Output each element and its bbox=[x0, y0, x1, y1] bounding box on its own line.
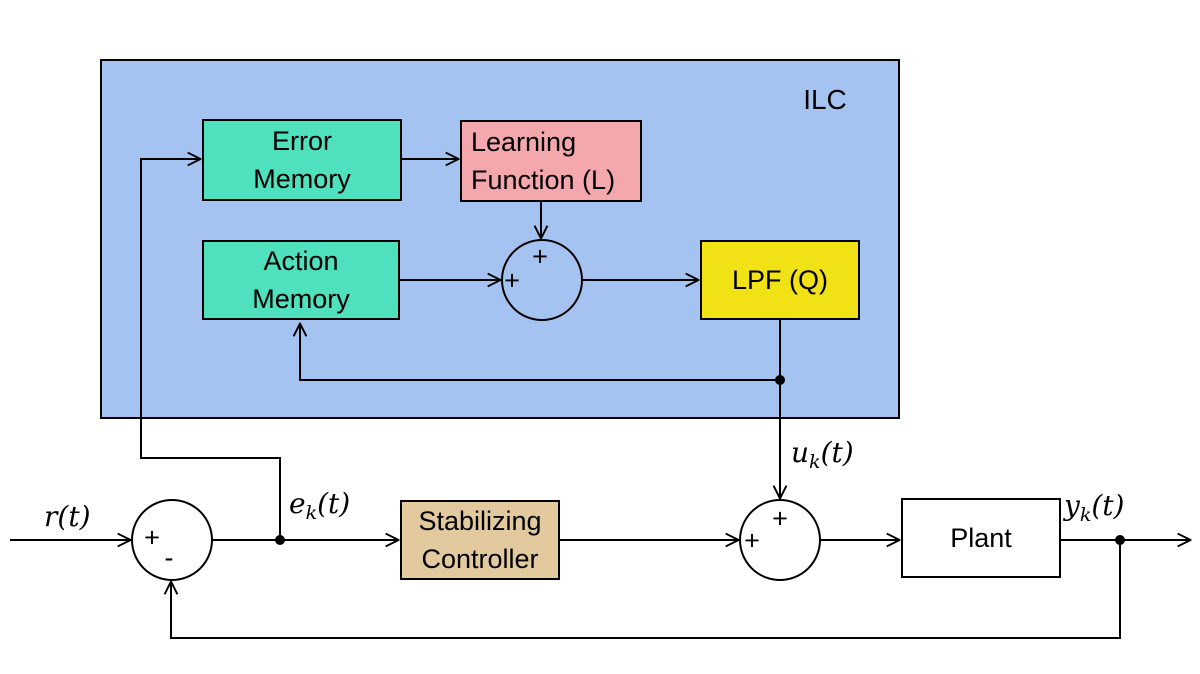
plant-label: Plant bbox=[950, 523, 1012, 553]
action-memory-block: Action Memory bbox=[202, 240, 400, 320]
error-memory-label-line1: Error bbox=[272, 126, 332, 156]
lpf-block: LPF (Q) bbox=[700, 240, 860, 320]
ilc-sum-plus-top-sign: + bbox=[532, 241, 548, 272]
plant-sum-plus-top-sign: + bbox=[772, 503, 788, 534]
error-memory-block: Error Memory bbox=[202, 119, 402, 201]
signal-label-u: uk(t) bbox=[791, 436, 854, 473]
signal-label-r: r(t) bbox=[44, 500, 91, 533]
lpf-label: LPF (Q) bbox=[731, 265, 828, 295]
input-sum-minus-sign: - bbox=[164, 542, 174, 573]
signal-label-e: ek(t) bbox=[289, 487, 351, 524]
ilc-container-label: ILC bbox=[803, 84, 847, 115]
action-memory-label-line1: Action bbox=[263, 246, 339, 276]
stabilizing-controller-label-line1: Stabilizing bbox=[418, 506, 542, 536]
stabilizing-controller-label-line2: Controller bbox=[421, 544, 539, 574]
error-pickoff-dot bbox=[275, 535, 285, 545]
learning-function-label-line1: Learning bbox=[471, 127, 577, 157]
signal-label-y: yk(t) bbox=[1064, 489, 1125, 526]
ilc-sum-plus-left-sign: + bbox=[504, 265, 520, 296]
learning-function-label-line2: Function (L) bbox=[471, 165, 616, 195]
learning-function-block: Learning Function (L) bbox=[460, 120, 642, 202]
input-sum-plus-sign: + bbox=[144, 522, 160, 553]
error-memory-label-line2: Memory bbox=[253, 164, 351, 194]
stabilizing-controller-block: Stabilizing Controller bbox=[400, 500, 560, 580]
ilc-container-box bbox=[100, 59, 900, 419]
plant-sum-plus-left-sign: + bbox=[744, 525, 760, 556]
action-memory-label-line2: Memory bbox=[252, 284, 350, 314]
plant-block: Plant bbox=[901, 498, 1061, 578]
output-pickoff-dot bbox=[1115, 535, 1125, 545]
